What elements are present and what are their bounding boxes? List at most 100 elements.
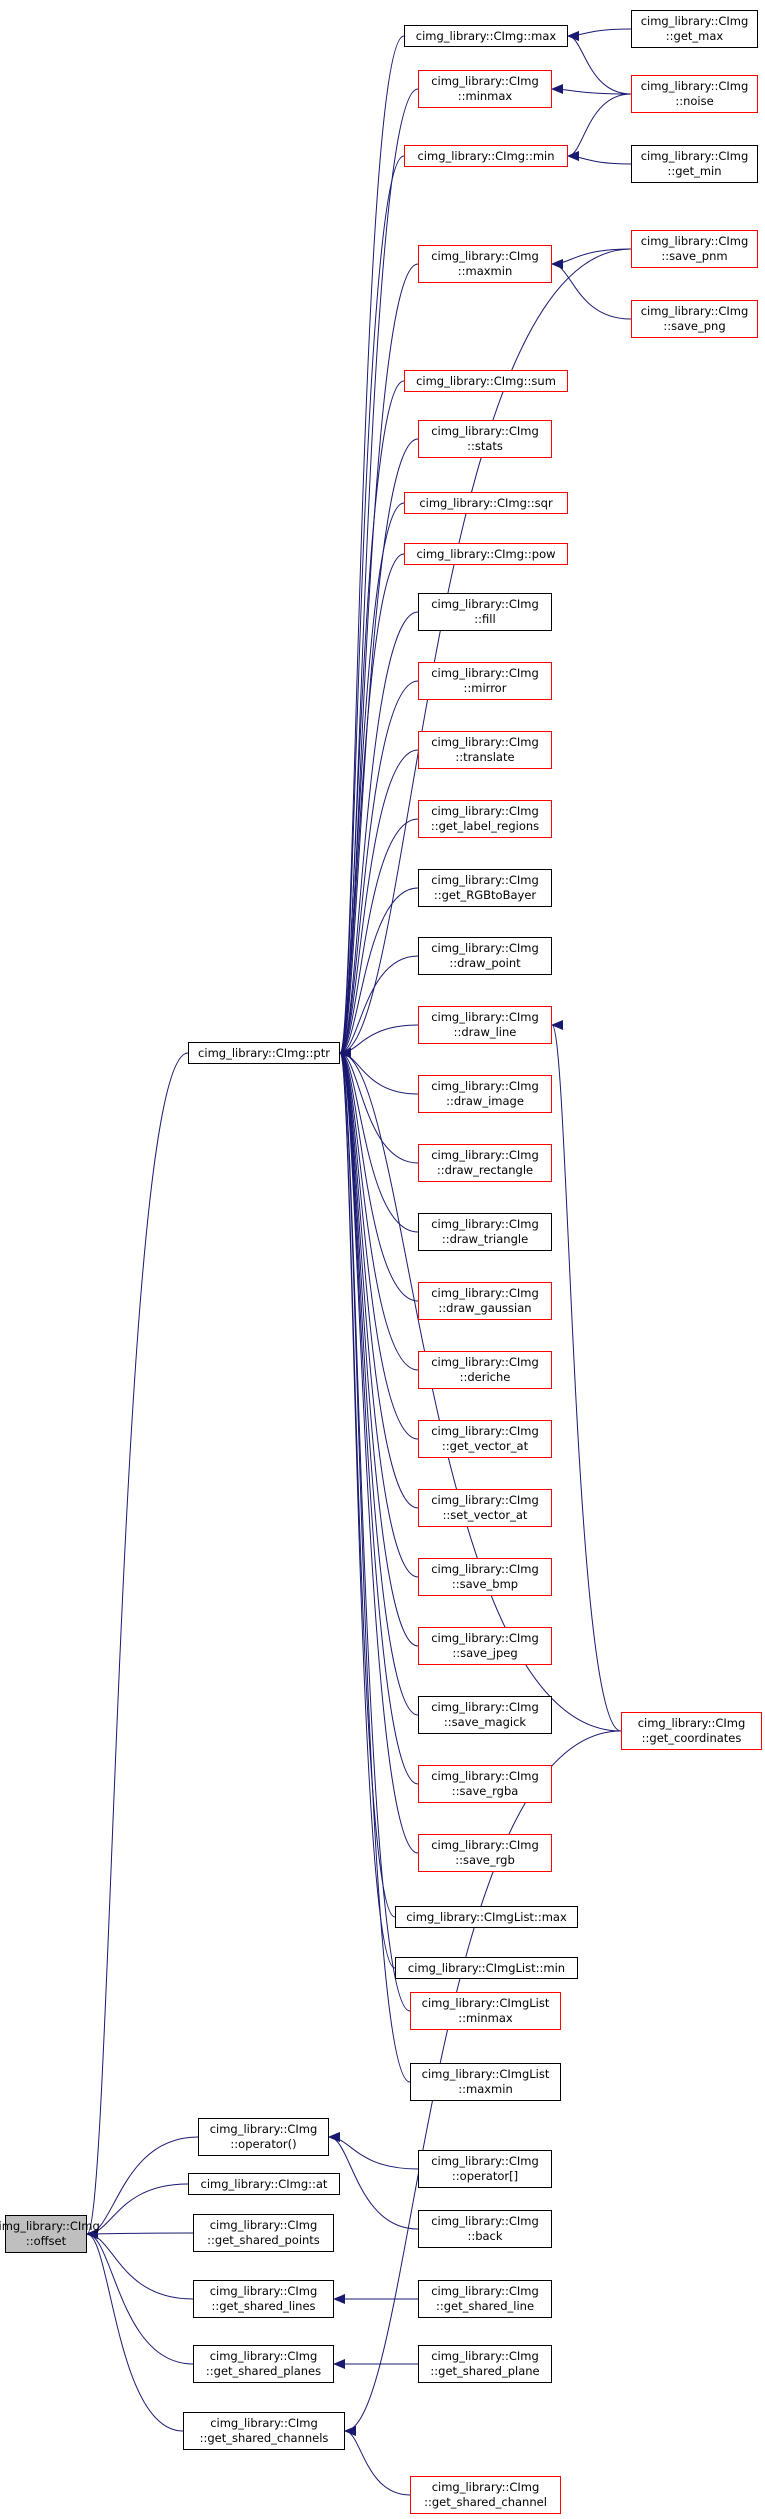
node-draw-point[interactable]: cimg_library::CImg::draw_point <box>418 937 552 975</box>
node-get-shared-planes[interactable]: cimg_library::CImg::get_shared_planes <box>193 2345 334 2383</box>
node-label: ::operator() <box>230 2137 297 2151</box>
node-label: cimg_library::CImg <box>431 1493 539 1507</box>
node-label: ::save_png <box>663 319 726 333</box>
node-label: ::offset <box>25 2234 67 2248</box>
node-label: cimg_library::CImg <box>637 1716 746 1730</box>
node-label: ::get_shared_line <box>435 2299 535 2313</box>
node-label: cimg_library::CImg <box>431 1010 539 1024</box>
node-get-min[interactable]: cimg_library::CImg::get_min <box>631 145 758 183</box>
node-label: cimg_library::CImg <box>431 597 539 611</box>
node-get-shared-lines[interactable]: cimg_library::CImg::get_shared_lines <box>193 2280 334 2318</box>
node-label: cimg_library::CImgList <box>421 2067 550 2081</box>
edge-get-label-regions-to-ptr <box>339 818 419 1058</box>
node-mirror[interactable]: cimg_library::CImg::mirror <box>418 662 552 700</box>
node-label: ::draw_line <box>453 1025 517 1039</box>
node-label: cimg_library::CImg <box>431 1838 539 1852</box>
node-label: cimg_library::CImg <box>431 2480 540 2494</box>
node-sum[interactable]: cimg_library::CImg::sum <box>404 370 568 392</box>
node-maxmin[interactable]: cimg_library::CImg::maxmin <box>418 245 552 283</box>
node-label: ::draw_triangle <box>441 1232 529 1246</box>
node-get-vector-at[interactable]: cimg_library::CImg::get_vector_at <box>418 1420 552 1458</box>
node-list-minmax[interactable]: cimg_library::CImgList::minmax <box>410 1992 561 2030</box>
node-label: cimg_library::CImg <box>209 2349 318 2363</box>
node-deriche[interactable]: cimg_library::CImg::deriche <box>418 1351 552 1389</box>
node-get-label-regions[interactable]: cimg_library::CImg::get_label_regions <box>418 800 552 838</box>
node-set-vector-at[interactable]: cimg_library::CImg::set_vector_at <box>418 1489 552 1527</box>
node-label: ::get_shared_plane <box>430 2364 540 2378</box>
node-label: ::get_shared_lines <box>211 2299 316 2313</box>
edge-save-png-to-maxmin <box>551 259 632 320</box>
node-save-rgba[interactable]: cimg_library::CImg::save_rgba <box>418 1765 552 1803</box>
node-label: cimg_library::CImg::sum <box>416 373 556 388</box>
node-label: ::get_coordinates <box>641 1731 742 1745</box>
node-ptr[interactable]: cimg_library::CImg::ptr <box>188 1042 340 1064</box>
node-get-coordinates[interactable]: cimg_library::CImg::get_coordinates <box>621 1712 762 1750</box>
node-label: ::draw_rectangle <box>436 1163 534 1177</box>
node-translate[interactable]: cimg_library::CImg::translate <box>418 731 552 769</box>
node-get-shared-points[interactable]: cimg_library::CImg::get_shared_points <box>193 2214 334 2252</box>
node-list-maxmin[interactable]: cimg_library::CImgList::maxmin <box>410 2063 561 2101</box>
node-draw-gaussian[interactable]: cimg_library::CImg::draw_gaussian <box>418 1282 552 1320</box>
node-label: cimg_library::CImg::sqr <box>419 495 553 510</box>
node-get-RGBtoBayer[interactable]: cimg_library::CImg::get_RGBtoBayer <box>418 869 552 907</box>
node-label: cimg_library::CImg <box>431 1562 539 1576</box>
node-save-jpeg[interactable]: cimg_library::CImg::save_jpeg <box>418 1627 552 1665</box>
edge-fill-to-ptr <box>339 611 419 1058</box>
node-get-shared-channels[interactable]: cimg_library::CImg::get_shared_channels <box>183 2412 345 2450</box>
edge-save-pnm-to-ptr <box>339 248 632 1058</box>
node-draw-line[interactable]: cimg_library::CImg::draw_line <box>418 1006 552 1044</box>
node-back[interactable]: cimg_library::CImg::back <box>418 2210 552 2248</box>
node-label: cimg_library::CImg <box>431 249 539 263</box>
node-get-shared-channel[interactable]: cimg_library::CImg::get_shared_channel <box>410 2476 561 2514</box>
node-fill[interactable]: cimg_library::CImg::fill <box>418 593 552 631</box>
node-label: cimg_library::CImg <box>431 1631 539 1645</box>
node-label: ::mirror <box>463 681 507 695</box>
node-at[interactable]: cimg_library::CImg::at <box>188 2173 340 2195</box>
node-label: ::get_shared_planes <box>205 2364 322 2378</box>
edge-list-maxmin-to-ptr <box>339 1048 411 2083</box>
node-label: ::maxmin <box>457 264 513 278</box>
node-label: ::stats <box>467 439 503 453</box>
node-max[interactable]: cimg_library::CImg::max <box>404 25 568 47</box>
node-draw-image[interactable]: cimg_library::CImg::draw_image <box>418 1075 552 1113</box>
node-sqr[interactable]: cimg_library::CImg::sqr <box>404 492 568 514</box>
node-label: cimg_library::CImg::pow <box>416 546 556 561</box>
node-get-shared-plane[interactable]: cimg_library::CImg::get_shared_plane <box>418 2345 552 2383</box>
edge-get-shared-channels-to-offset <box>86 2229 184 2432</box>
node-label: ::save_bmp <box>451 1577 519 1591</box>
node-save-bmp[interactable]: cimg_library::CImg::save_bmp <box>418 1558 552 1596</box>
node-operator-index[interactable]: cimg_library::CImg::operator[] <box>418 2150 552 2188</box>
edge-get-RGBtoBayer-to-ptr <box>339 887 419 1058</box>
node-get-max[interactable]: cimg_library::CImg::get_max <box>631 10 758 48</box>
node-label: ::noise <box>675 94 714 108</box>
node-label: ::get_max <box>665 29 724 43</box>
node-label: cimg_library::CImg <box>431 2154 539 2168</box>
node-save-magick[interactable]: cimg_library::CImg::save_magick <box>418 1696 552 1734</box>
node-minmax[interactable]: cimg_library::CImg::minmax <box>418 70 552 108</box>
node-label: cimg_library::CImg <box>431 2214 539 2228</box>
node-label: cimg_library::CImgList <box>421 1996 550 2010</box>
node-stats[interactable]: cimg_library::CImg::stats <box>418 420 552 458</box>
node-pow[interactable]: cimg_library::CImg::pow <box>404 543 568 565</box>
edge-pow-to-ptr <box>339 553 405 1058</box>
node-offset: cimg_library::CImg::offset <box>0 2215 100 2253</box>
node-label: ::get_shared_points <box>207 2233 320 2247</box>
edge-get-min-to-min <box>567 151 632 165</box>
node-list-max[interactable]: cimg_library::CImgList::max <box>395 1906 578 1928</box>
node-list-min[interactable]: cimg_library::CImgList::min <box>395 1957 578 1979</box>
node-save-png[interactable]: cimg_library::CImg::save_png <box>631 300 758 338</box>
edge-ptr-to-offset <box>86 1052 189 2239</box>
node-draw-rectangle[interactable]: cimg_library::CImg::draw_rectangle <box>418 1144 552 1182</box>
node-save-pnm[interactable]: cimg_library::CImg::save_pnm <box>631 230 758 268</box>
node-noise[interactable]: cimg_library::CImg::noise <box>631 75 758 113</box>
node-save-rgb[interactable]: cimg_library::CImg::save_rgb <box>418 1834 552 1872</box>
node-get-shared-line[interactable]: cimg_library::CImg::get_shared_line <box>418 2280 552 2318</box>
node-operator-call[interactable]: cimg_library::CImg::operator() <box>198 2118 329 2156</box>
node-min[interactable]: cimg_library::CImg::min <box>404 145 568 167</box>
node-label: ::save_rgba <box>451 1784 519 1798</box>
node-label: ::minmax <box>458 2011 513 2025</box>
node-draw-triangle[interactable]: cimg_library::CImg::draw_triangle <box>418 1213 552 1251</box>
node-label: ::set_vector_at <box>442 1508 528 1522</box>
node-label: ::deriche <box>459 1370 511 1384</box>
